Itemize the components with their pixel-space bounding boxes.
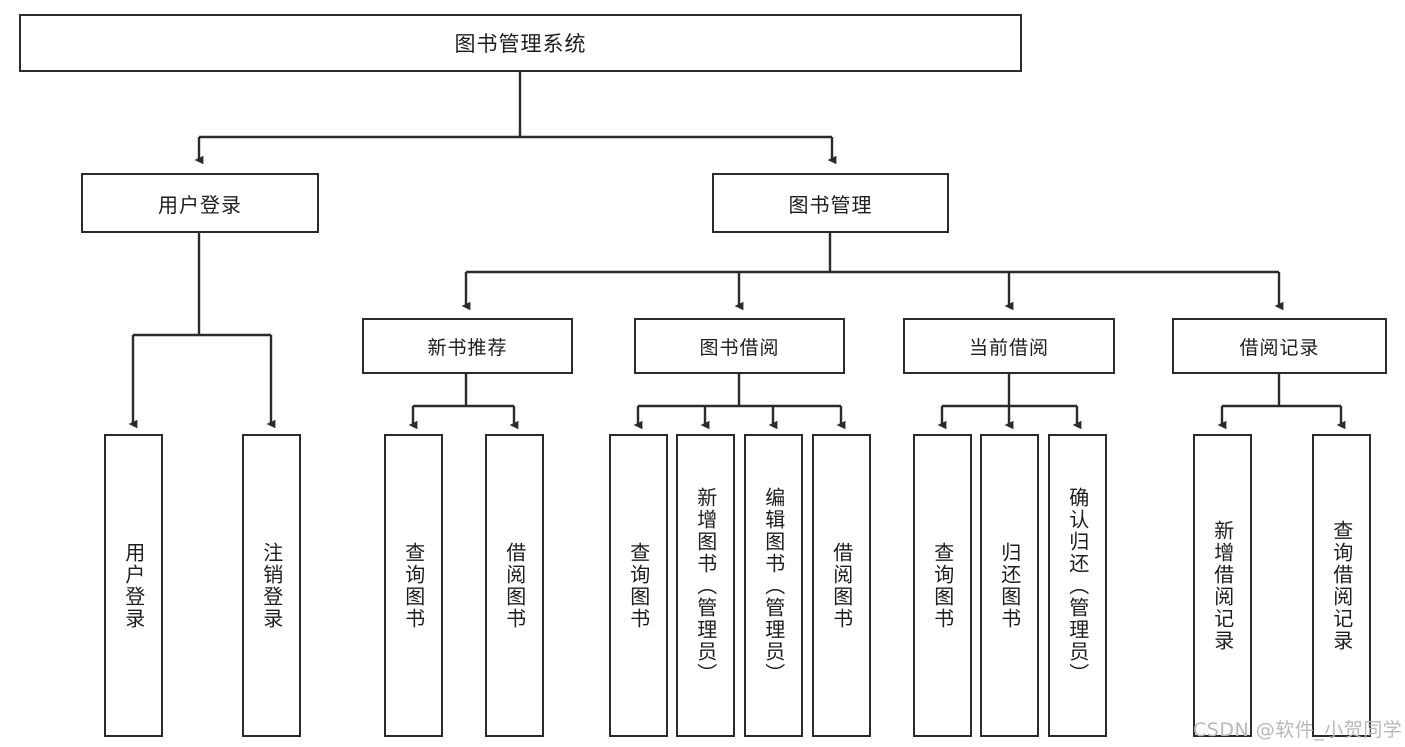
- watermark-text: CSDN @软件_小贺同学: [1193, 719, 1403, 741]
- node-label: 图书借阅: [699, 336, 780, 359]
- leaf-logout[interactable]: 注销登录: [242, 434, 301, 737]
- node-label: 新增图书（管理员）: [693, 486, 718, 685]
- leaf-return-book[interactable]: 归还图书: [980, 434, 1039, 737]
- node-book-management[interactable]: 图书管理: [712, 173, 949, 233]
- node-label: 借阅图书: [502, 541, 527, 630]
- node-root-system[interactable]: 图书管理系统: [19, 14, 1022, 72]
- leaf-query-borrow-record[interactable]: 查询借阅记录: [1312, 434, 1371, 737]
- node-label: 新书推荐: [427, 336, 508, 359]
- node-borrow-record[interactable]: 借阅记录: [1172, 318, 1387, 374]
- leaf-user-login[interactable]: 用户登录: [104, 434, 163, 737]
- node-label: 借阅图书: [829, 541, 854, 630]
- node-label: 图书管理系统: [454, 32, 587, 56]
- node-label: 用户登录: [158, 192, 242, 217]
- leaf-confirm-return-admin[interactable]: 确认归还（管理员）: [1048, 434, 1107, 737]
- node-label: 查询图书: [930, 541, 955, 630]
- leaf-borrow-book[interactable]: 借阅图书: [812, 434, 871, 737]
- leaf-query-book-current[interactable]: 查询图书: [913, 434, 972, 737]
- node-label: 确认归还（管理员）: [1065, 486, 1090, 685]
- node-user-login[interactable]: 用户登录: [81, 173, 319, 233]
- leaf-edit-book-admin[interactable]: 编辑图书（管理员）: [744, 434, 803, 737]
- node-label: 新增借阅记录: [1210, 519, 1235, 652]
- node-label: 借阅记录: [1239, 336, 1320, 359]
- leaf-borrow-book-new[interactable]: 借阅图书: [485, 434, 544, 737]
- leaf-query-book-new[interactable]: 查询图书: [384, 434, 443, 737]
- node-label: 查询借阅记录: [1329, 519, 1354, 652]
- node-new-book-recommend[interactable]: 新书推荐: [362, 318, 573, 374]
- leaf-add-borrow-record[interactable]: 新增借阅记录: [1193, 434, 1252, 737]
- node-label: 注销登录: [259, 541, 284, 630]
- node-label: 当前借阅: [968, 336, 1049, 359]
- node-label: 查询图书: [401, 541, 426, 630]
- node-label: 归还图书: [997, 541, 1022, 630]
- node-book-borrow[interactable]: 图书借阅: [634, 318, 845, 374]
- node-label: 查询图书: [626, 541, 651, 630]
- node-label: 用户登录: [121, 541, 146, 630]
- node-current-borrow[interactable]: 当前借阅: [903, 318, 1115, 374]
- node-label: 编辑图书（管理员）: [761, 486, 786, 685]
- leaf-query-book-borrow[interactable]: 查询图书: [609, 434, 668, 737]
- node-label: 图书管理: [788, 192, 873, 217]
- leaf-add-book-admin[interactable]: 新增图书（管理员）: [676, 434, 735, 737]
